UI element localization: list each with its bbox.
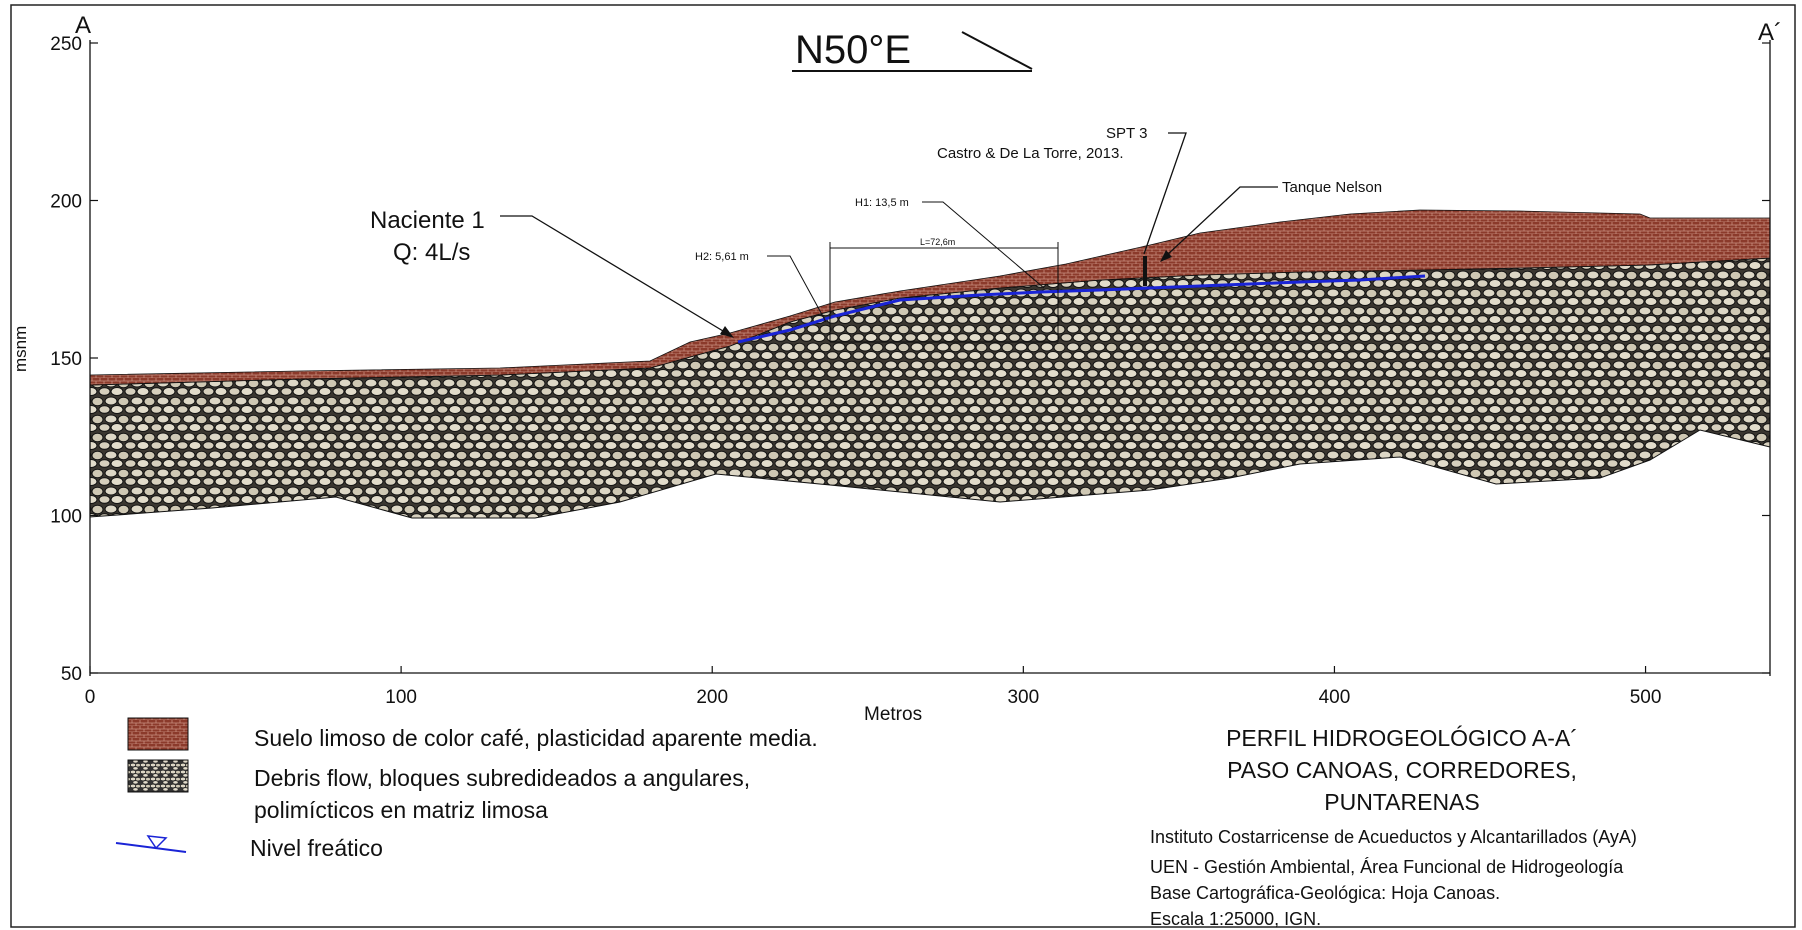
x-tick-label: 200 (696, 687, 728, 708)
legend-water-table-line (115, 842, 187, 853)
legend-debris-swatch (127, 759, 189, 793)
legend-water-table-text: Nivel freático (250, 835, 383, 861)
spring-flow: Q: 4L/s (393, 239, 470, 266)
credit-unit: UEN - Gestión Ambiental, Área Funcional … (1150, 857, 1624, 877)
x-tick-label: 300 (1007, 687, 1039, 708)
y-tick-label: 150 (50, 349, 82, 370)
spt-label: SPT 3 (1106, 125, 1147, 142)
spt-borehole (1143, 256, 1147, 286)
title-line-2: PASO CANOAS, CORREDORES, (1227, 757, 1577, 783)
profile-end-label: A´ (1758, 19, 1782, 46)
h1-leader-line (922, 201, 1045, 289)
spring-leader-line (500, 215, 729, 335)
h2-leader-line (767, 255, 827, 323)
title-line-1: PERFIL HIDROGEOLÓGICO A-A´ (1226, 725, 1578, 751)
credit-base: Base Cartográfica-Geológica: Hoja Canoas… (1150, 883, 1500, 903)
length-label: L=72,6m (920, 237, 955, 247)
legend-debris-text-1: Debris flow, bloques subredideados a ang… (254, 765, 750, 791)
frame (10, 4, 1796, 928)
x-tick-label: 0 (85, 687, 96, 708)
orientation-label: N50°E (795, 28, 911, 72)
y-tick-label: 250 (50, 34, 82, 55)
legend-debris-text-2: polimícticos en matriz limosa (254, 797, 548, 823)
h1-label: H1: 13,5 m (855, 197, 909, 209)
y-axis-label: msnm (11, 326, 30, 372)
credit-institute: Instituto Costarricense de Acueductos y … (1150, 827, 1637, 847)
x-ticks: 0 100 200 300 400 500 (85, 666, 1662, 708)
credit-scale: Escala 1:25000, IGN. (1150, 909, 1321, 929)
spt-leader-line (1143, 132, 1187, 255)
x-axis-label: Metros (864, 704, 922, 725)
tank-leader-line (1165, 186, 1278, 257)
spt-source: Castro & De La Torre, 2013. (937, 145, 1124, 162)
y-tick-label: 100 (50, 507, 82, 528)
tank-leader-arrow (1160, 250, 1172, 262)
y-tick-label: 200 (50, 192, 82, 213)
silty-soil-layer (89, 209, 1771, 386)
spring-name: Naciente 1 (370, 207, 485, 234)
legend-soil-swatch (127, 717, 189, 751)
tank-label: Tanque Nelson (1282, 179, 1382, 196)
water-table-line (737, 274, 1426, 344)
length-dimension (829, 242, 1059, 343)
x-tick-label: 500 (1630, 687, 1662, 708)
y-ticks: 250 200 150 100 50 (50, 34, 1770, 685)
x-tick-label: 100 (385, 687, 417, 708)
legend-soil-text: Suelo limoso de color café, plasticidad … (254, 725, 818, 751)
orientation-strike-symbol (961, 31, 1033, 70)
title-line-3: PUNTARENAS (1324, 789, 1480, 815)
profile-start-label: A (75, 12, 91, 39)
x-tick-label: 400 (1319, 687, 1351, 708)
h2-label: H2: 5,61 m (695, 251, 749, 263)
y-tick-label: 50 (61, 664, 82, 685)
spring-leader-arrow (720, 326, 734, 338)
legend-water-table-triangle (146, 835, 168, 850)
